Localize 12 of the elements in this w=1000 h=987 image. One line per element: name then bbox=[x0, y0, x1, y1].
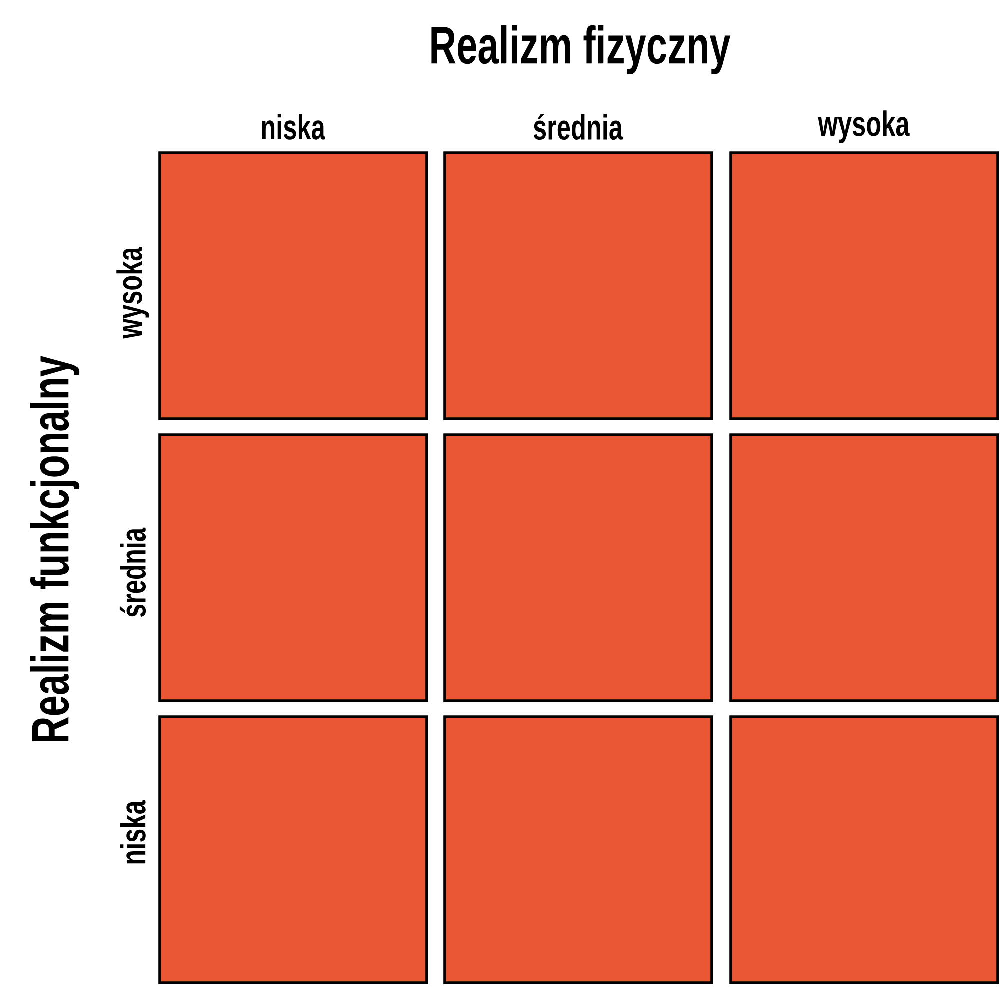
axis-title: Realizm funkcjonalny bbox=[30, 356, 80, 742]
row-label: wysoka bbox=[116, 247, 150, 339]
axis-title: Realizm fizyczny bbox=[432, 25, 731, 75]
grid-box bbox=[444, 152, 714, 420]
grid-box bbox=[158, 152, 428, 420]
grid-box bbox=[444, 716, 714, 984]
grid-box bbox=[158, 716, 428, 984]
grid-box bbox=[730, 716, 1000, 984]
grid-box bbox=[730, 434, 1000, 702]
grid-box bbox=[158, 434, 428, 702]
grid-box bbox=[444, 434, 714, 702]
grid-box bbox=[730, 152, 1000, 420]
